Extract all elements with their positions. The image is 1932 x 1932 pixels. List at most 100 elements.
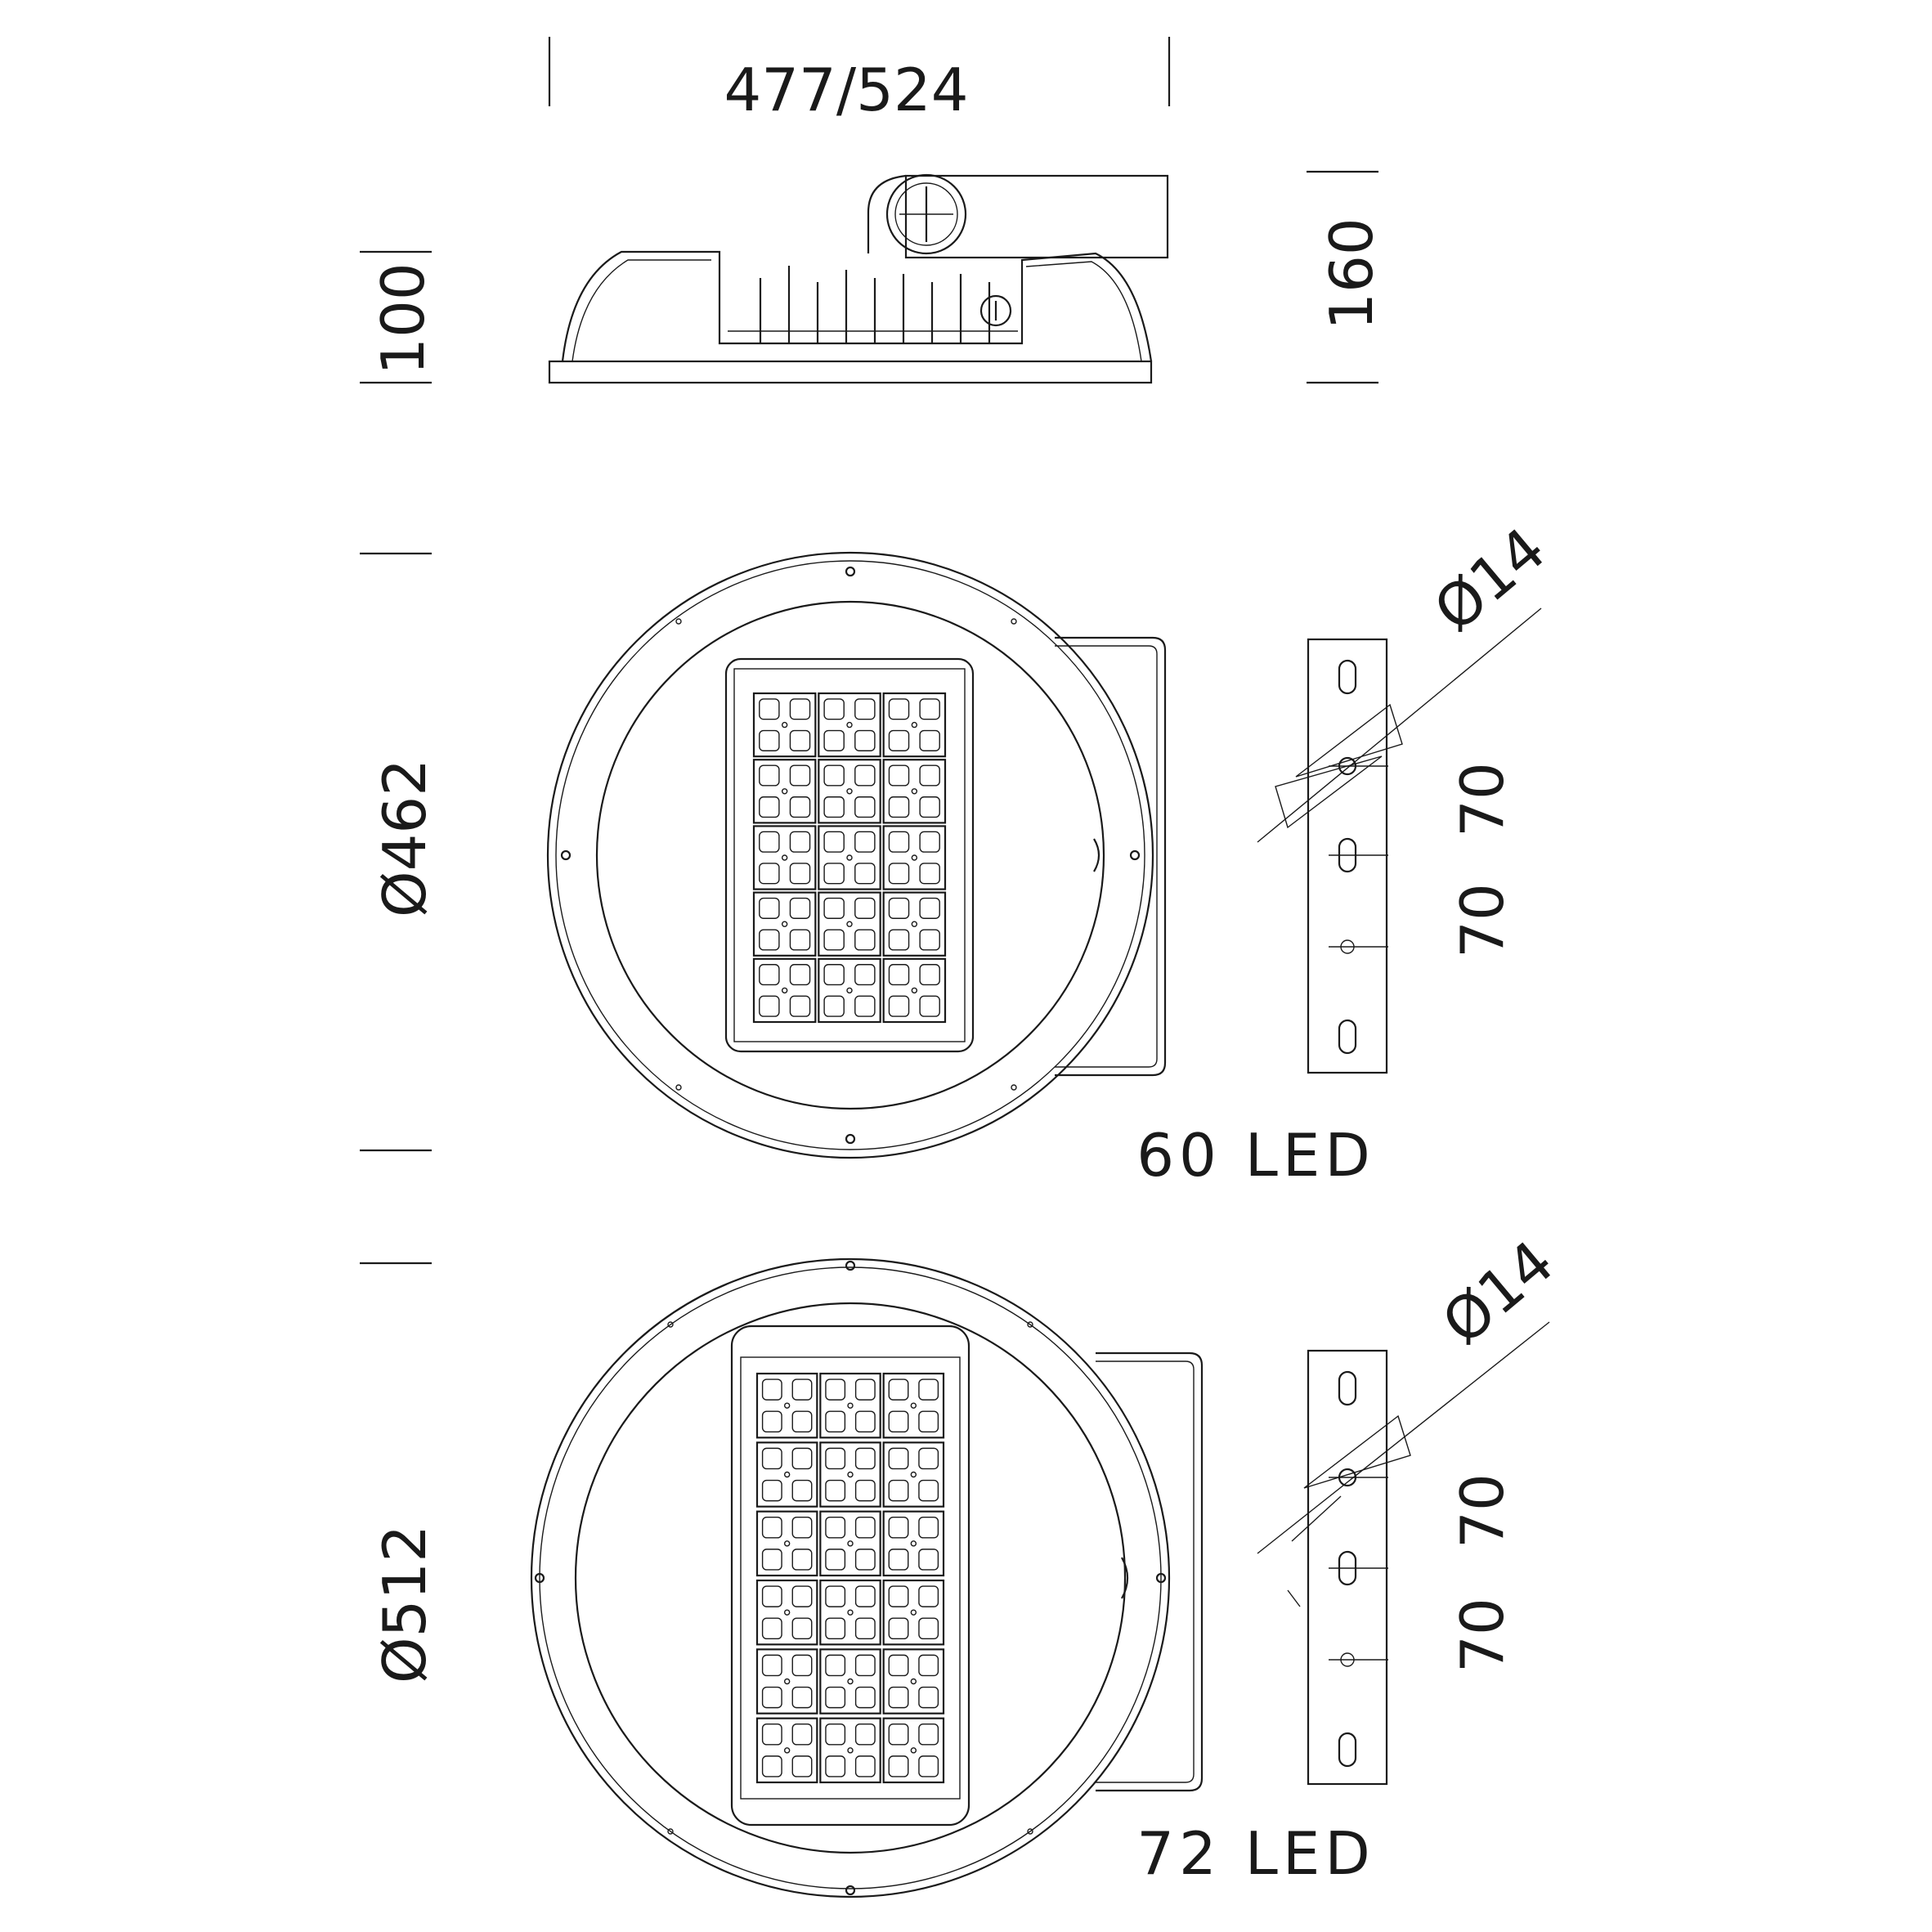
led — [854, 1479, 876, 1502]
led — [854, 1378, 876, 1401]
led — [791, 1410, 813, 1432]
led — [825, 1378, 846, 1401]
led-module — [818, 759, 881, 824]
led — [888, 729, 910, 751]
led — [854, 1517, 876, 1539]
led — [888, 1479, 909, 1502]
led — [918, 1447, 939, 1470]
led — [789, 897, 811, 919]
led — [789, 764, 811, 787]
led-module — [818, 957, 881, 1024]
led-module — [752, 825, 817, 890]
module-screw — [911, 987, 918, 994]
hole-diameter-60: Ø14 — [1421, 514, 1558, 645]
module-screw — [911, 854, 918, 861]
led — [919, 929, 940, 951]
led — [761, 1479, 782, 1502]
led-module — [882, 1648, 945, 1715]
led-module — [882, 1717, 945, 1784]
led — [888, 1517, 909, 1539]
led — [791, 1549, 813, 1571]
led — [823, 764, 845, 787]
led — [888, 698, 910, 720]
led — [918, 1724, 939, 1746]
led — [761, 1517, 782, 1539]
led — [888, 1654, 909, 1677]
led — [791, 1654, 813, 1677]
led-module — [755, 1372, 818, 1439]
led-module — [819, 1648, 881, 1715]
led — [791, 1617, 813, 1639]
bracket-plate-60 — [1307, 638, 1388, 1074]
led — [759, 796, 780, 818]
plan-view-72-led: Ø512 Ø14 70 70 — [360, 1227, 1567, 1898]
led — [918, 1617, 939, 1639]
led — [888, 764, 910, 787]
led — [825, 1479, 846, 1502]
led — [854, 929, 876, 951]
module-screw — [781, 788, 788, 795]
module-screw — [911, 788, 918, 795]
led — [919, 964, 940, 986]
led — [825, 1410, 846, 1432]
module-screw — [846, 721, 853, 728]
led — [791, 1378, 813, 1401]
led — [823, 831, 845, 853]
led — [791, 1585, 813, 1607]
led — [823, 897, 845, 919]
led — [854, 796, 876, 818]
hole-diameter-72: Ø14 — [1429, 1227, 1567, 1358]
led — [854, 1654, 876, 1677]
led — [791, 1447, 813, 1470]
spacing-60-upper: 70 — [1448, 762, 1517, 837]
led-module — [882, 759, 947, 824]
led — [854, 1686, 876, 1709]
led — [888, 1585, 909, 1607]
led — [761, 1686, 782, 1709]
led — [888, 1755, 909, 1777]
led — [918, 1755, 939, 1777]
led — [918, 1654, 939, 1677]
led-module — [755, 1441, 818, 1508]
spacing-72-upper: 70 — [1448, 1473, 1517, 1549]
module-screw — [846, 921, 853, 927]
led — [825, 1549, 846, 1571]
led — [823, 964, 845, 986]
led — [854, 1755, 876, 1777]
led — [759, 831, 780, 853]
led-module — [818, 825, 881, 890]
module-screw — [783, 1540, 791, 1547]
module-screw — [781, 987, 788, 994]
led — [918, 1378, 939, 1401]
module-screw — [847, 1678, 854, 1685]
led — [789, 831, 811, 853]
dimension-diameter-72: Ø512 — [370, 1525, 439, 1683]
led — [888, 1410, 909, 1432]
led-module — [819, 1717, 881, 1784]
led — [789, 863, 811, 885]
led-module — [882, 825, 947, 890]
led — [854, 1410, 876, 1432]
module-screw — [783, 1678, 791, 1685]
led — [823, 995, 845, 1017]
module-screw — [847, 1402, 854, 1409]
led — [888, 1686, 909, 1709]
led — [823, 863, 845, 885]
dimension-width: 477/524 — [724, 56, 968, 124]
led — [919, 764, 940, 787]
led — [919, 796, 940, 818]
led — [789, 964, 811, 986]
led-module — [882, 1441, 945, 1508]
led — [888, 796, 910, 818]
led — [761, 1447, 782, 1470]
dimension-total-height: 160 — [1317, 217, 1386, 329]
module-screw — [846, 854, 853, 861]
led — [888, 929, 910, 951]
led-module — [755, 1648, 818, 1715]
led-module — [882, 891, 947, 957]
led-module — [752, 957, 817, 1024]
led-module — [755, 1510, 818, 1577]
heatsink-fins — [728, 266, 1018, 343]
led — [789, 698, 811, 720]
